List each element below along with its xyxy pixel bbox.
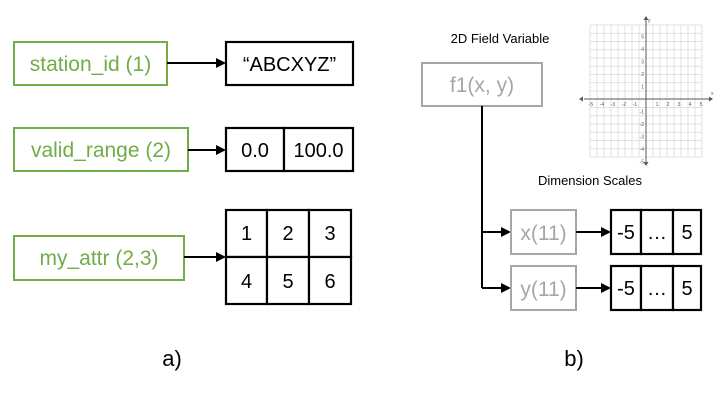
scale-value: … — [647, 278, 667, 300]
attribute-box — [13, 127, 189, 172]
field-variable-name: f1(x, y) — [450, 74, 514, 97]
x-axis-label: x — [711, 91, 714, 97]
scale-value: … — [647, 222, 667, 244]
y-axis-arrow-down — [643, 162, 649, 166]
scale-value-cell — [671, 264, 703, 312]
attribute-box — [13, 41, 168, 86]
scale-value-cell — [609, 208, 643, 256]
field-variable-box — [421, 62, 543, 107]
attribute-box — [13, 235, 185, 281]
scale-box — [510, 265, 577, 311]
dimension-scale-y: y(11) -5 … 5 — [510, 264, 703, 312]
attribute-name: my_attr (2,3) — [39, 247, 158, 270]
panel-a: station_id (1) “ABCXYZ” valid_range (2) … — [13, 40, 355, 371]
scale-value-cell — [671, 208, 703, 256]
value-text: “ABCXYZ” — [243, 54, 336, 76]
panel-a-caption: a) — [162, 346, 182, 371]
grid-y-tick-label: 2 — [641, 72, 644, 78]
matrix-cell — [224, 255, 269, 306]
matrix-cell — [307, 208, 353, 259]
grid-y-tick-label: -2 — [640, 122, 645, 128]
grid-tick-labels: -5 -5 -4 -4 -3 -3 -2 -2 -1-1 1 1 2 2 3 3 4 4 5 5 — [589, 35, 703, 166]
panel-b: 2D Field Variable f1(x, y) x y -5-5-4-4-… — [421, 16, 714, 371]
grid-x-tick-label: 5 — [700, 102, 703, 108]
grid-y-tick-label: 4 — [641, 47, 644, 53]
scale-value: 5 — [681, 222, 692, 244]
grid-x-tick-label: -3 — [611, 102, 616, 108]
matrix-value: 3 — [324, 223, 335, 245]
grid-x-tick-label: 2 — [667, 102, 670, 108]
matrix-value: 5 — [282, 271, 293, 293]
y-axis-label: y — [648, 18, 651, 24]
value-cell — [224, 126, 286, 173]
attribute-name: station_id (1) — [30, 53, 151, 76]
attribute-my-attr: my_attr (2,3) 1 2 3 4 5 6 — [13, 208, 353, 306]
scale-name: y(11) — [520, 278, 566, 301]
panel-b-caption: b) — [564, 346, 584, 371]
value-cell — [282, 126, 355, 173]
matrix-value: 1 — [241, 223, 252, 245]
matrix-value: 2 — [282, 223, 293, 245]
grid-y-tick-label: -1 — [640, 110, 645, 116]
matrix-value: 4 — [241, 271, 252, 293]
scale-value: 5 — [681, 278, 692, 300]
field-variable-title: 2D Field Variable — [451, 31, 550, 46]
grid-x-tick-label: -5 — [589, 102, 594, 108]
y-axis-arrow — [643, 16, 649, 20]
grid-x-tick-label: -4 — [600, 102, 605, 108]
scale-value: -5 — [617, 222, 635, 244]
coordinate-grid: x y -5 -5 -4 -4 -3 -3 -2 -2 -1-1 1 1 2 2 3 3 4 4 5 5 — [579, 16, 714, 166]
value-cell — [224, 40, 355, 87]
grid-y-tick-label: -5 — [640, 160, 645, 166]
grid-x-tick-label: 1 — [656, 102, 659, 108]
value-text: 0.0 — [241, 140, 269, 162]
attribute-station-id: station_id (1) “ABCXYZ” — [13, 40, 355, 87]
grid-y-tick-label: -3 — [640, 135, 645, 141]
matrix-cell — [265, 255, 311, 306]
grid-y-tick-label: -4 — [640, 147, 645, 153]
matrix-cell — [265, 208, 311, 259]
attribute-valid-range: valid_range (2) 0.0 100.0 — [13, 126, 355, 173]
grid-x-tick-label: -2 — [622, 102, 627, 108]
grid-x-tick-label: -1 — [633, 102, 638, 108]
dimension-scale-x: x(11) -5 … 5 — [510, 208, 703, 256]
grid-y-tick-label: 5 — [641, 35, 644, 41]
attribute-name: valid_range (2) — [31, 139, 171, 162]
x-axis-arrow-left — [579, 96, 583, 102]
scale-value: -5 — [617, 278, 635, 300]
grid-x-tick-label: 4 — [689, 102, 692, 108]
matrix-value: 6 — [324, 271, 335, 293]
matrix-cell — [307, 255, 353, 306]
scale-name: x(11) — [520, 222, 566, 245]
grid-y-tick-label: 1 — [641, 85, 644, 91]
dimension-scales-title: Dimension Scales — [538, 173, 643, 188]
scale-value-cell — [609, 264, 643, 312]
grid-y-tick-label: 3 — [641, 60, 644, 66]
value-text: 100.0 — [293, 140, 343, 162]
grid-x-tick-label: 3 — [678, 102, 681, 108]
x-axis-arrow — [709, 96, 713, 102]
